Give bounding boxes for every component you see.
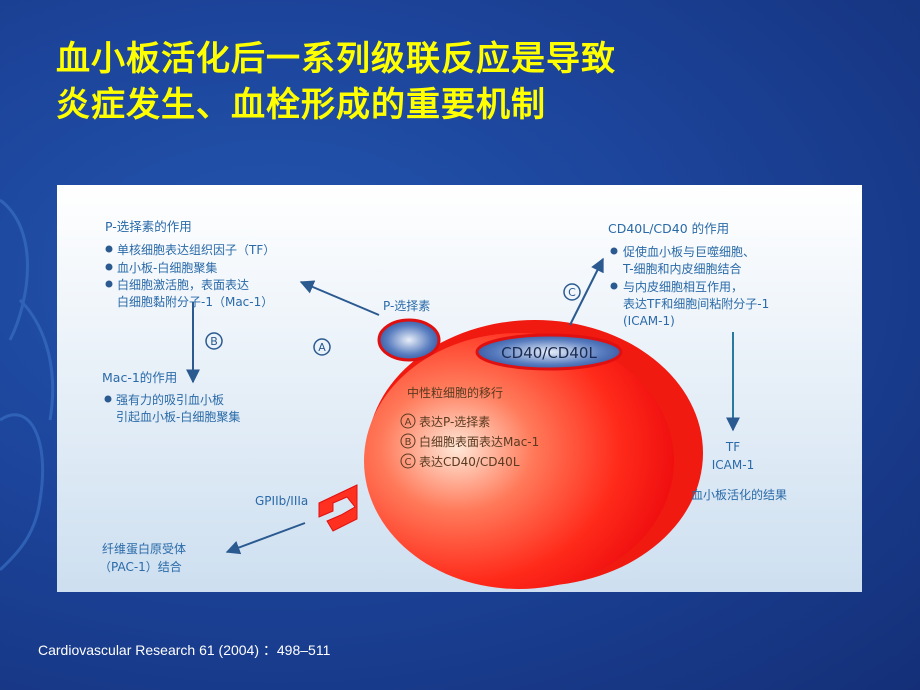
marker-a: A [318, 341, 326, 354]
cell-item: 表达CD40/CD40L [419, 455, 520, 469]
marker-b-icon [205, 332, 223, 350]
result-caption: 血小板活化的结果 [691, 487, 787, 502]
bullet [610, 282, 618, 290]
bullet [105, 280, 113, 288]
cell-item: 表达P-选择素 [419, 415, 490, 429]
arrow-a [299, 280, 380, 316]
mac1-heading: Mac-1的作用 [102, 370, 177, 385]
marker-c: C [568, 286, 576, 299]
cell-item: 白细胞表面表达Mac-1 [419, 434, 539, 449]
title-line-1: 血小板活化后一系列级联反应是导致 [56, 39, 616, 79]
marker-a-icon [400, 413, 416, 429]
marker-b-icon [400, 433, 416, 449]
list-item: 血小板-白细胞聚集 [117, 260, 217, 275]
citation: Cardiovascular Research 61 (2004) ：498–5… [38, 642, 331, 658]
gp2b3a-receptor [318, 484, 358, 532]
gp-label: GPIIb/IIIa [255, 494, 308, 508]
pselectin-function-box: P-选择素的作用 单核细胞表达组织因子（TF） 血小板-白细胞聚集 白细胞激活胞… [105, 219, 275, 309]
bullet [610, 247, 618, 255]
list-item: (ICAM-1) [623, 314, 675, 328]
fibrinogen-line-2: （PAC-1）结合 [99, 559, 182, 574]
cd40-heading: CD40L/CD40 的作用 [608, 221, 729, 236]
arrow-fibrinogen [225, 522, 306, 555]
slide-title: 血小板活化后一系列级联反应是导致 炎症发生、血栓形成的重要机制 [56, 36, 616, 128]
marker-a: A [405, 417, 412, 428]
marker-b: B [405, 437, 412, 448]
marker-c-icon [400, 453, 416, 469]
pselectin-label: P-选择素 [383, 299, 430, 313]
diagram-panel: P-选择素的作用 单核细胞表达组织因子（TF） 血小板-白细胞聚集 白细胞激活胞… [57, 185, 862, 592]
arrow-c [569, 257, 604, 326]
bullet [104, 395, 112, 403]
neutrophil-cell [364, 333, 674, 589]
cd40-receptor [475, 333, 623, 371]
marker-c: C [405, 457, 412, 468]
cd40-function-box: CD40L/CD40 的作用 促使血小板与巨噬细胞、 T-细胞和内皮细胞结合 与… [608, 221, 769, 328]
list-item: 与内皮细胞相互作用， [623, 280, 743, 294]
list-item: 白细胞激活胞，表面表达 [117, 277, 249, 292]
marker-b: B [210, 335, 218, 348]
marker-a-icon [313, 338, 331, 356]
pselectin-heading: P-选择素的作用 [105, 219, 192, 234]
list-item: 单核细胞表达组织因子（TF） [117, 243, 275, 257]
marker-c-icon [563, 283, 581, 301]
cd40-label: CD40/CD40L [501, 344, 597, 362]
list-item: T-细胞和内皮细胞结合 [622, 261, 742, 276]
result-icam: ICAM-1 [712, 458, 754, 472]
bullet [105, 245, 113, 253]
list-item: 强有力的吸引血小板 [116, 392, 224, 407]
list-item: 白细胞黏附分子-1（Mac-1） [117, 294, 273, 309]
mac1-function-box: Mac-1的作用 强有力的吸引血小板 引起血小板-白细胞聚集 [102, 370, 240, 424]
fibrinogen-line-1: 纤维蛋白原受体 [102, 541, 186, 556]
result-tf: TF [725, 440, 740, 454]
title-line-2: 炎症发生、血栓形成的重要机制 [56, 85, 546, 125]
cell-heading: 中性粒细胞的移行 [407, 385, 503, 400]
list-item: 引起血小板-白细胞聚集 [116, 409, 240, 424]
bullet [105, 263, 113, 271]
list-item: 促使血小板与巨噬细胞、 [623, 244, 755, 259]
list-item: 表达TF和细胞间粘附分子-1 [623, 296, 769, 311]
pselectin-receptor [377, 318, 441, 362]
